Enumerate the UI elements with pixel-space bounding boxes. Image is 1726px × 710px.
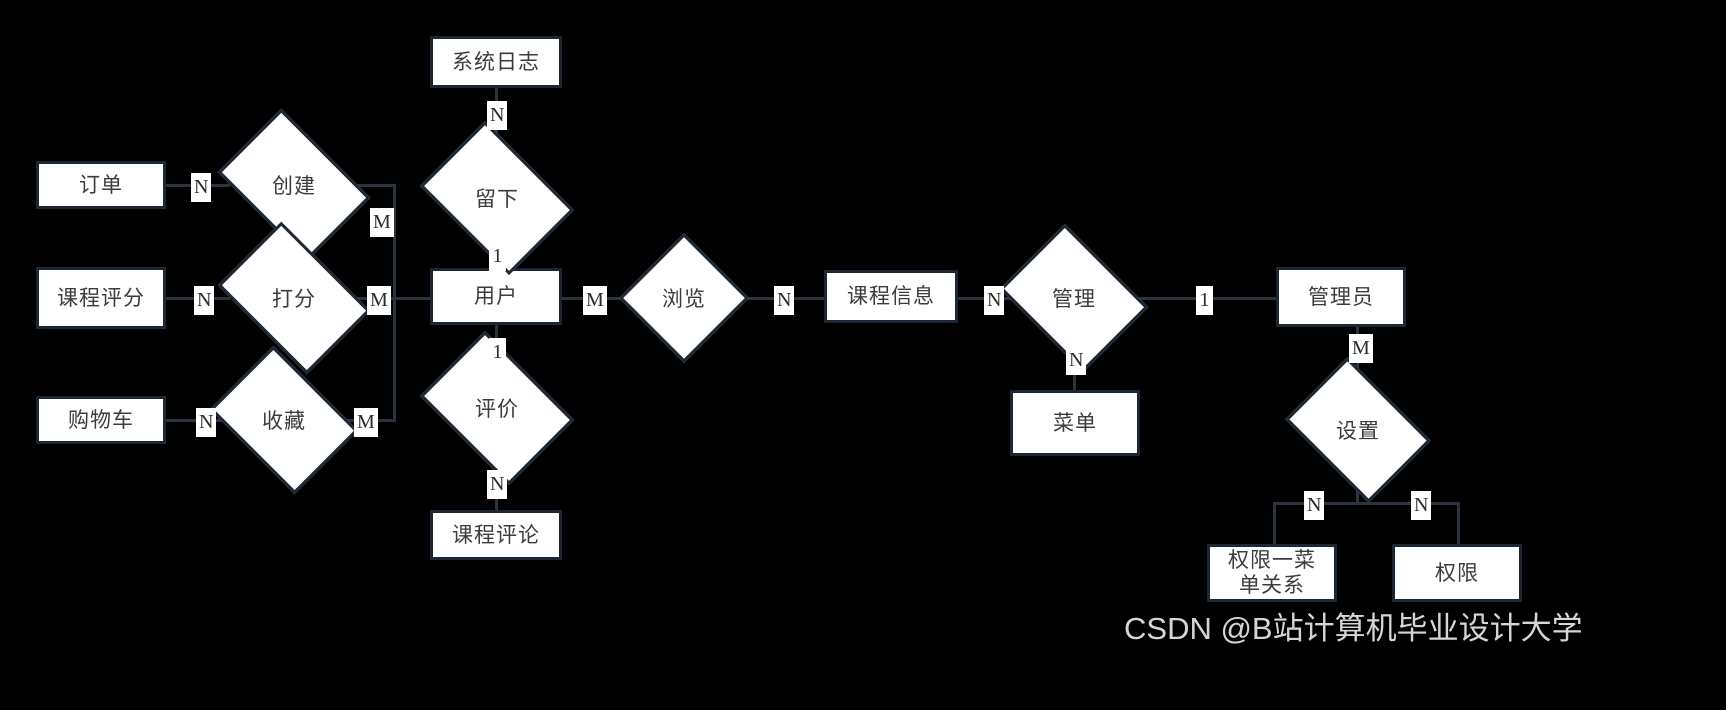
cardinality-setting-permission: N	[1411, 491, 1432, 520]
cardinality-course-score-rate: N	[194, 286, 215, 315]
cardinality-create-user: M	[370, 208, 394, 237]
entity-cart-label: 购物车	[68, 407, 134, 432]
entity-order[interactable]: 订单	[36, 161, 166, 209]
entity-permission[interactable]: 权限	[1392, 544, 1522, 602]
relationship-setting[interactable]: 设置	[1285, 357, 1431, 503]
cardinality-course-info-manage: N	[984, 286, 1005, 315]
entity-course-comment-label: 课程评论	[452, 522, 540, 547]
connector-to-permission	[1457, 502, 1460, 544]
entity-course-comment[interactable]: 课程评论	[430, 510, 562, 560]
cardinality-admin-setting: M	[1349, 334, 1373, 363]
cardinality-setting-perm-menu: N	[1304, 491, 1325, 520]
entity-menu-label: 菜单	[1053, 410, 1097, 435]
relationship-score-label: 打分	[272, 287, 316, 311]
cardinality-leave-user: 1	[489, 242, 506, 271]
cardinality-order-create: N	[191, 173, 212, 202]
connector-bus-user	[393, 297, 433, 300]
connector-left-bus	[393, 184, 396, 422]
entity-cart[interactable]: 购物车	[36, 396, 166, 444]
entity-perm-menu-relation[interactable]: 权限一菜 单关系	[1207, 544, 1337, 602]
relationship-setting-label: 设置	[1336, 419, 1380, 443]
relationship-favorite[interactable]: 收藏	[209, 345, 359, 495]
entity-order-label: 订单	[79, 172, 123, 197]
relationship-manage-label: 管理	[1052, 287, 1096, 311]
relationship-manage[interactable]: 管理	[999, 223, 1149, 373]
entity-perm-menu-relation-label-line1: 权限一菜	[1228, 548, 1316, 573]
connector-create-bus	[356, 184, 396, 187]
cardinality-user-evaluate: 1	[489, 338, 506, 367]
entity-course-score[interactable]: 课程评分	[36, 267, 166, 329]
relationship-leave-label: 留下	[475, 187, 519, 211]
entity-user[interactable]: 用户	[430, 268, 562, 325]
entity-admin[interactable]: 管理员	[1276, 267, 1406, 327]
cardinality-favorite-user: M	[354, 408, 378, 437]
relationship-score[interactable]: 打分	[217, 221, 371, 375]
relationship-evaluate-label: 评价	[475, 397, 519, 421]
cardinality-cart-favorite: N	[196, 408, 217, 437]
entity-perm-menu-relation-label-line2: 单关系	[1239, 573, 1305, 597]
relationship-browse-label: 浏览	[662, 287, 706, 311]
entity-admin-label: 管理员	[1308, 284, 1374, 309]
entity-permission-label: 权限	[1435, 560, 1479, 585]
watermark-text: CSDN @B站计算机毕业设计大学	[1124, 611, 1583, 646]
relationship-favorite-label: 收藏	[262, 409, 306, 433]
cardinality-evaluate-comment: N	[487, 470, 508, 499]
relationship-leave[interactable]: 留下	[419, 120, 575, 276]
relationship-create-label: 创建	[272, 174, 316, 198]
entity-menu[interactable]: 菜单	[1010, 390, 1140, 456]
relationship-evaluate[interactable]: 评价	[419, 330, 575, 486]
cardinality-rate-user: M	[367, 286, 391, 315]
relationship-browse[interactable]: 浏览	[618, 232, 750, 364]
cardinality-browse-course-info: N	[774, 286, 795, 315]
cardinality-log-leave: N	[487, 101, 508, 130]
entity-course-info-label: 课程信息	[847, 284, 935, 309]
connector-to-perm-menu	[1273, 502, 1276, 544]
cardinality-manage-menu: N	[1066, 346, 1087, 375]
entity-user-label: 用户	[474, 284, 518, 309]
cardinality-user-browse: M	[583, 286, 607, 315]
entity-course-info[interactable]: 课程信息	[824, 270, 958, 323]
entity-system-log[interactable]: 系统日志	[430, 36, 562, 88]
relationship-create[interactable]: 创建	[217, 108, 371, 262]
connector-setting-split-right	[1356, 502, 1460, 505]
cardinality-manage-admin: 1	[1196, 286, 1213, 315]
entity-course-score-label: 课程评分	[57, 285, 145, 310]
entity-system-log-label: 系统日志	[452, 49, 540, 74]
